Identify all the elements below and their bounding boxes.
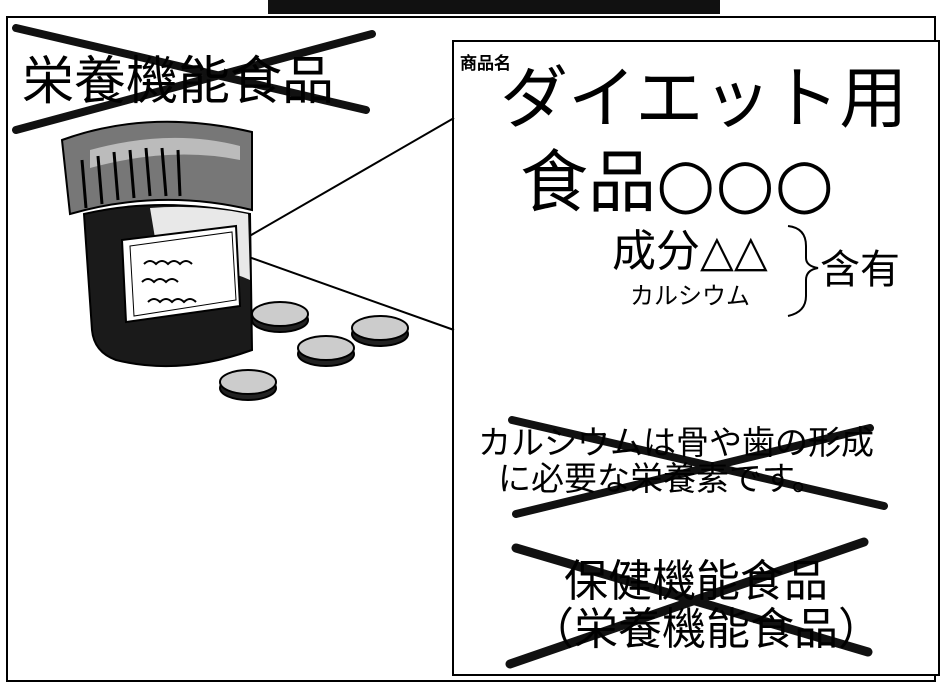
crossed-label-line1: 保健機能食品 <box>564 556 828 607</box>
supplement-bottle-icon <box>60 120 254 368</box>
callout-pointer-top <box>245 117 455 239</box>
component-main: 成分△△ <box>612 226 768 277</box>
top-black-bar <box>268 0 720 14</box>
cross-mark-title <box>12 24 376 134</box>
cross-mark-label <box>505 537 873 669</box>
callout-box <box>452 40 940 676</box>
component-sub: カルシウム <box>630 282 750 310</box>
crossed-claim-line1: カルシウムは骨や歯の形成 <box>478 423 874 462</box>
cross-mark-claim <box>508 416 888 518</box>
product-name-line1: ダイエット用 <box>500 60 908 139</box>
product-name-label: 商品名 <box>460 54 511 74</box>
tablets-icon <box>219 301 409 401</box>
crossed-claim-line2: に必要な栄養素です。 <box>498 459 825 498</box>
callout-pointer-bottom <box>245 255 455 331</box>
product-name-line2: 食品○○○ <box>520 144 835 223</box>
contains-label: 含有 <box>820 247 900 293</box>
crossed-title: 栄養機能食品 <box>22 52 335 112</box>
crossed-label-line2: （栄養機能食品） <box>530 604 882 655</box>
brace-icon <box>787 225 819 317</box>
